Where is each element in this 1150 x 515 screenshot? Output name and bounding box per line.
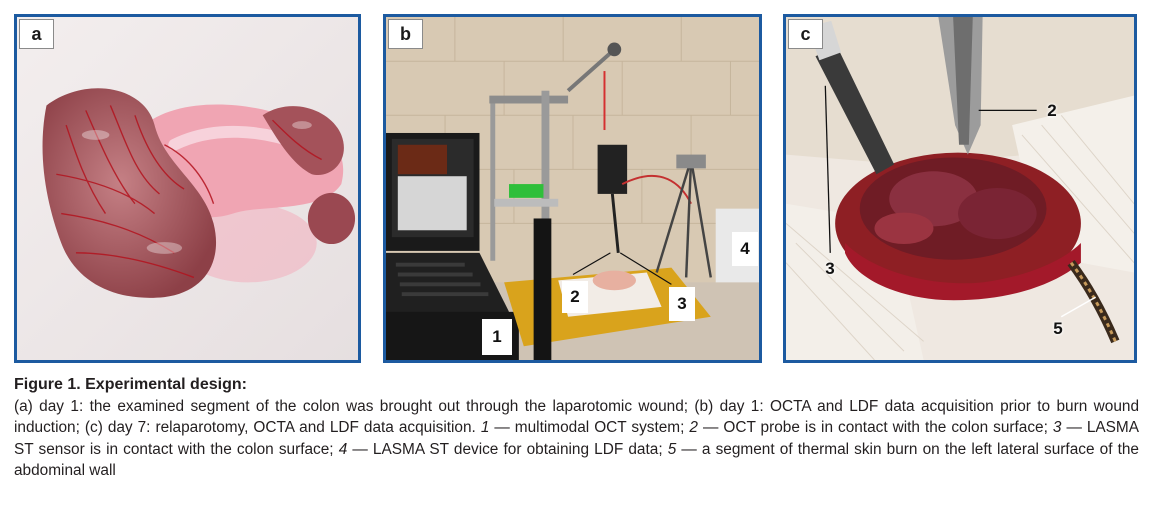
marker-5-skin-burn: 5 [1053, 319, 1063, 338]
panel-letter-c: c [788, 19, 823, 49]
panel-c-photo: c 2 3 5 [783, 14, 1137, 363]
panel-letter-b: b [388, 19, 423, 49]
figure-caption: Figure 1. Experimental design: (a) day 1… [14, 374, 1139, 482]
colon-photo-illustration [17, 17, 358, 360]
marker-2-oct-probe: 2 [562, 281, 588, 313]
caption-intro: (a) day 1: the examined segment of the c… [14, 397, 1139, 437]
caption-item-1: 1 — multimodal OCT system; [480, 419, 685, 436]
caption-body: (a) day 1: the examined segment of the c… [14, 396, 1139, 482]
caption-item-3: 3 — LASMA ST sensor is in contact with t… [14, 419, 1140, 458]
marker-4-lasma-device: 4 [732, 232, 758, 266]
caption-item-2: 2 — OCT probe is in contact with the col… [689, 419, 1048, 436]
caption-title: Figure 1. Experimental design: [14, 376, 247, 393]
marker-3-lasma-sensor: 3 [825, 259, 835, 278]
marker-1-oct-system: 1 [482, 319, 512, 355]
relaparotomy-photo-illustration [786, 17, 1134, 360]
panel-b-photo: b 1 2 3 4 [383, 14, 762, 363]
panel-a-photo: a [14, 14, 361, 363]
caption-item-4: 4 — LASMA ST device for obtaining LDF da… [338, 440, 663, 458]
marker-2-oct-probe: 2 [1047, 101, 1057, 120]
panel-letter-a: a [19, 19, 54, 49]
caption-item-5: 5 — a segment of thermal skin burn on th… [14, 440, 1139, 480]
marker-3-lasma-sensor: 3 [669, 287, 695, 321]
